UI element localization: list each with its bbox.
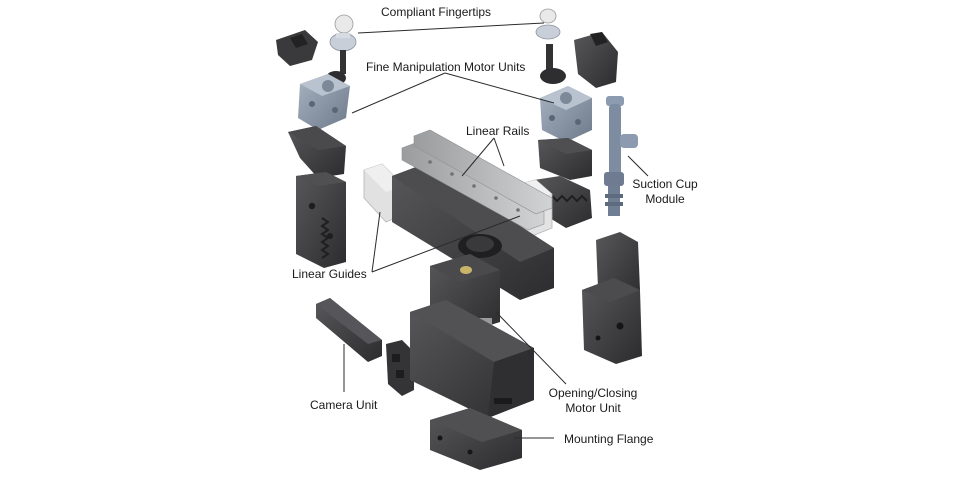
linear-rail-lower [413, 129, 553, 215]
label-suction-cup-module: Suction Cup Module [630, 177, 700, 207]
leader-rails-right [493, 137, 505, 167]
left-compliant-fingertip [329, 14, 357, 52]
right-fine-manipulation-motor [540, 86, 592, 142]
suction-cup-tube [604, 96, 638, 216]
leader-rails-left [461, 137, 495, 177]
leader-guides-right [371, 215, 521, 273]
leader-opening-motor [495, 311, 567, 385]
left-finger-upper-block [288, 126, 346, 178]
label-fine-manipulation-motor-units: Fine Manipulation Motor Units [366, 60, 526, 74]
right-compliant-fingertip [535, 8, 561, 40]
label-opening-closing-line2: Motor Unit [565, 401, 621, 415]
camera-unit-module [386, 340, 414, 396]
label-opening-closing-line1: Opening/Closing [548, 386, 638, 400]
leader-guides-left [371, 211, 381, 273]
suction-cup-mount-bracket [582, 232, 642, 364]
mounting-flange [430, 408, 522, 470]
leader-fine-motor-right [444, 72, 555, 104]
camera-unit-bracket [316, 298, 382, 362]
leader-suction [627, 155, 649, 177]
label-mounting-flange: Mounting Flange [564, 432, 654, 446]
left-fine-manipulation-motor [298, 74, 350, 130]
label-opening-closing-motor-unit: Opening/Closing Motor Unit [540, 386, 646, 416]
leader-lines [343, 22, 649, 439]
right-finger-upper-block [538, 138, 592, 180]
leader-fine-motor-left [351, 72, 446, 114]
label-camera-unit: Camera Unit [310, 398, 378, 412]
central-base-plate [392, 164, 554, 300]
label-compliant-fingertips: Compliant Fingertips [381, 5, 492, 19]
label-linear-rails: Linear Rails [466, 124, 530, 138]
left-fingertip-cover [276, 30, 318, 66]
leader-fingertips-left [357, 22, 545, 34]
label-suction-cup-line1: Suction Cup [632, 177, 698, 191]
label-suction-cup-line2: Module [645, 192, 685, 206]
label-linear-guides: Linear Guides [292, 267, 367, 281]
right-finger-shaft [540, 44, 566, 84]
right-fingertip-cover [574, 32, 618, 88]
lower-housing [410, 300, 534, 418]
left-finger-rack-body [296, 172, 346, 268]
